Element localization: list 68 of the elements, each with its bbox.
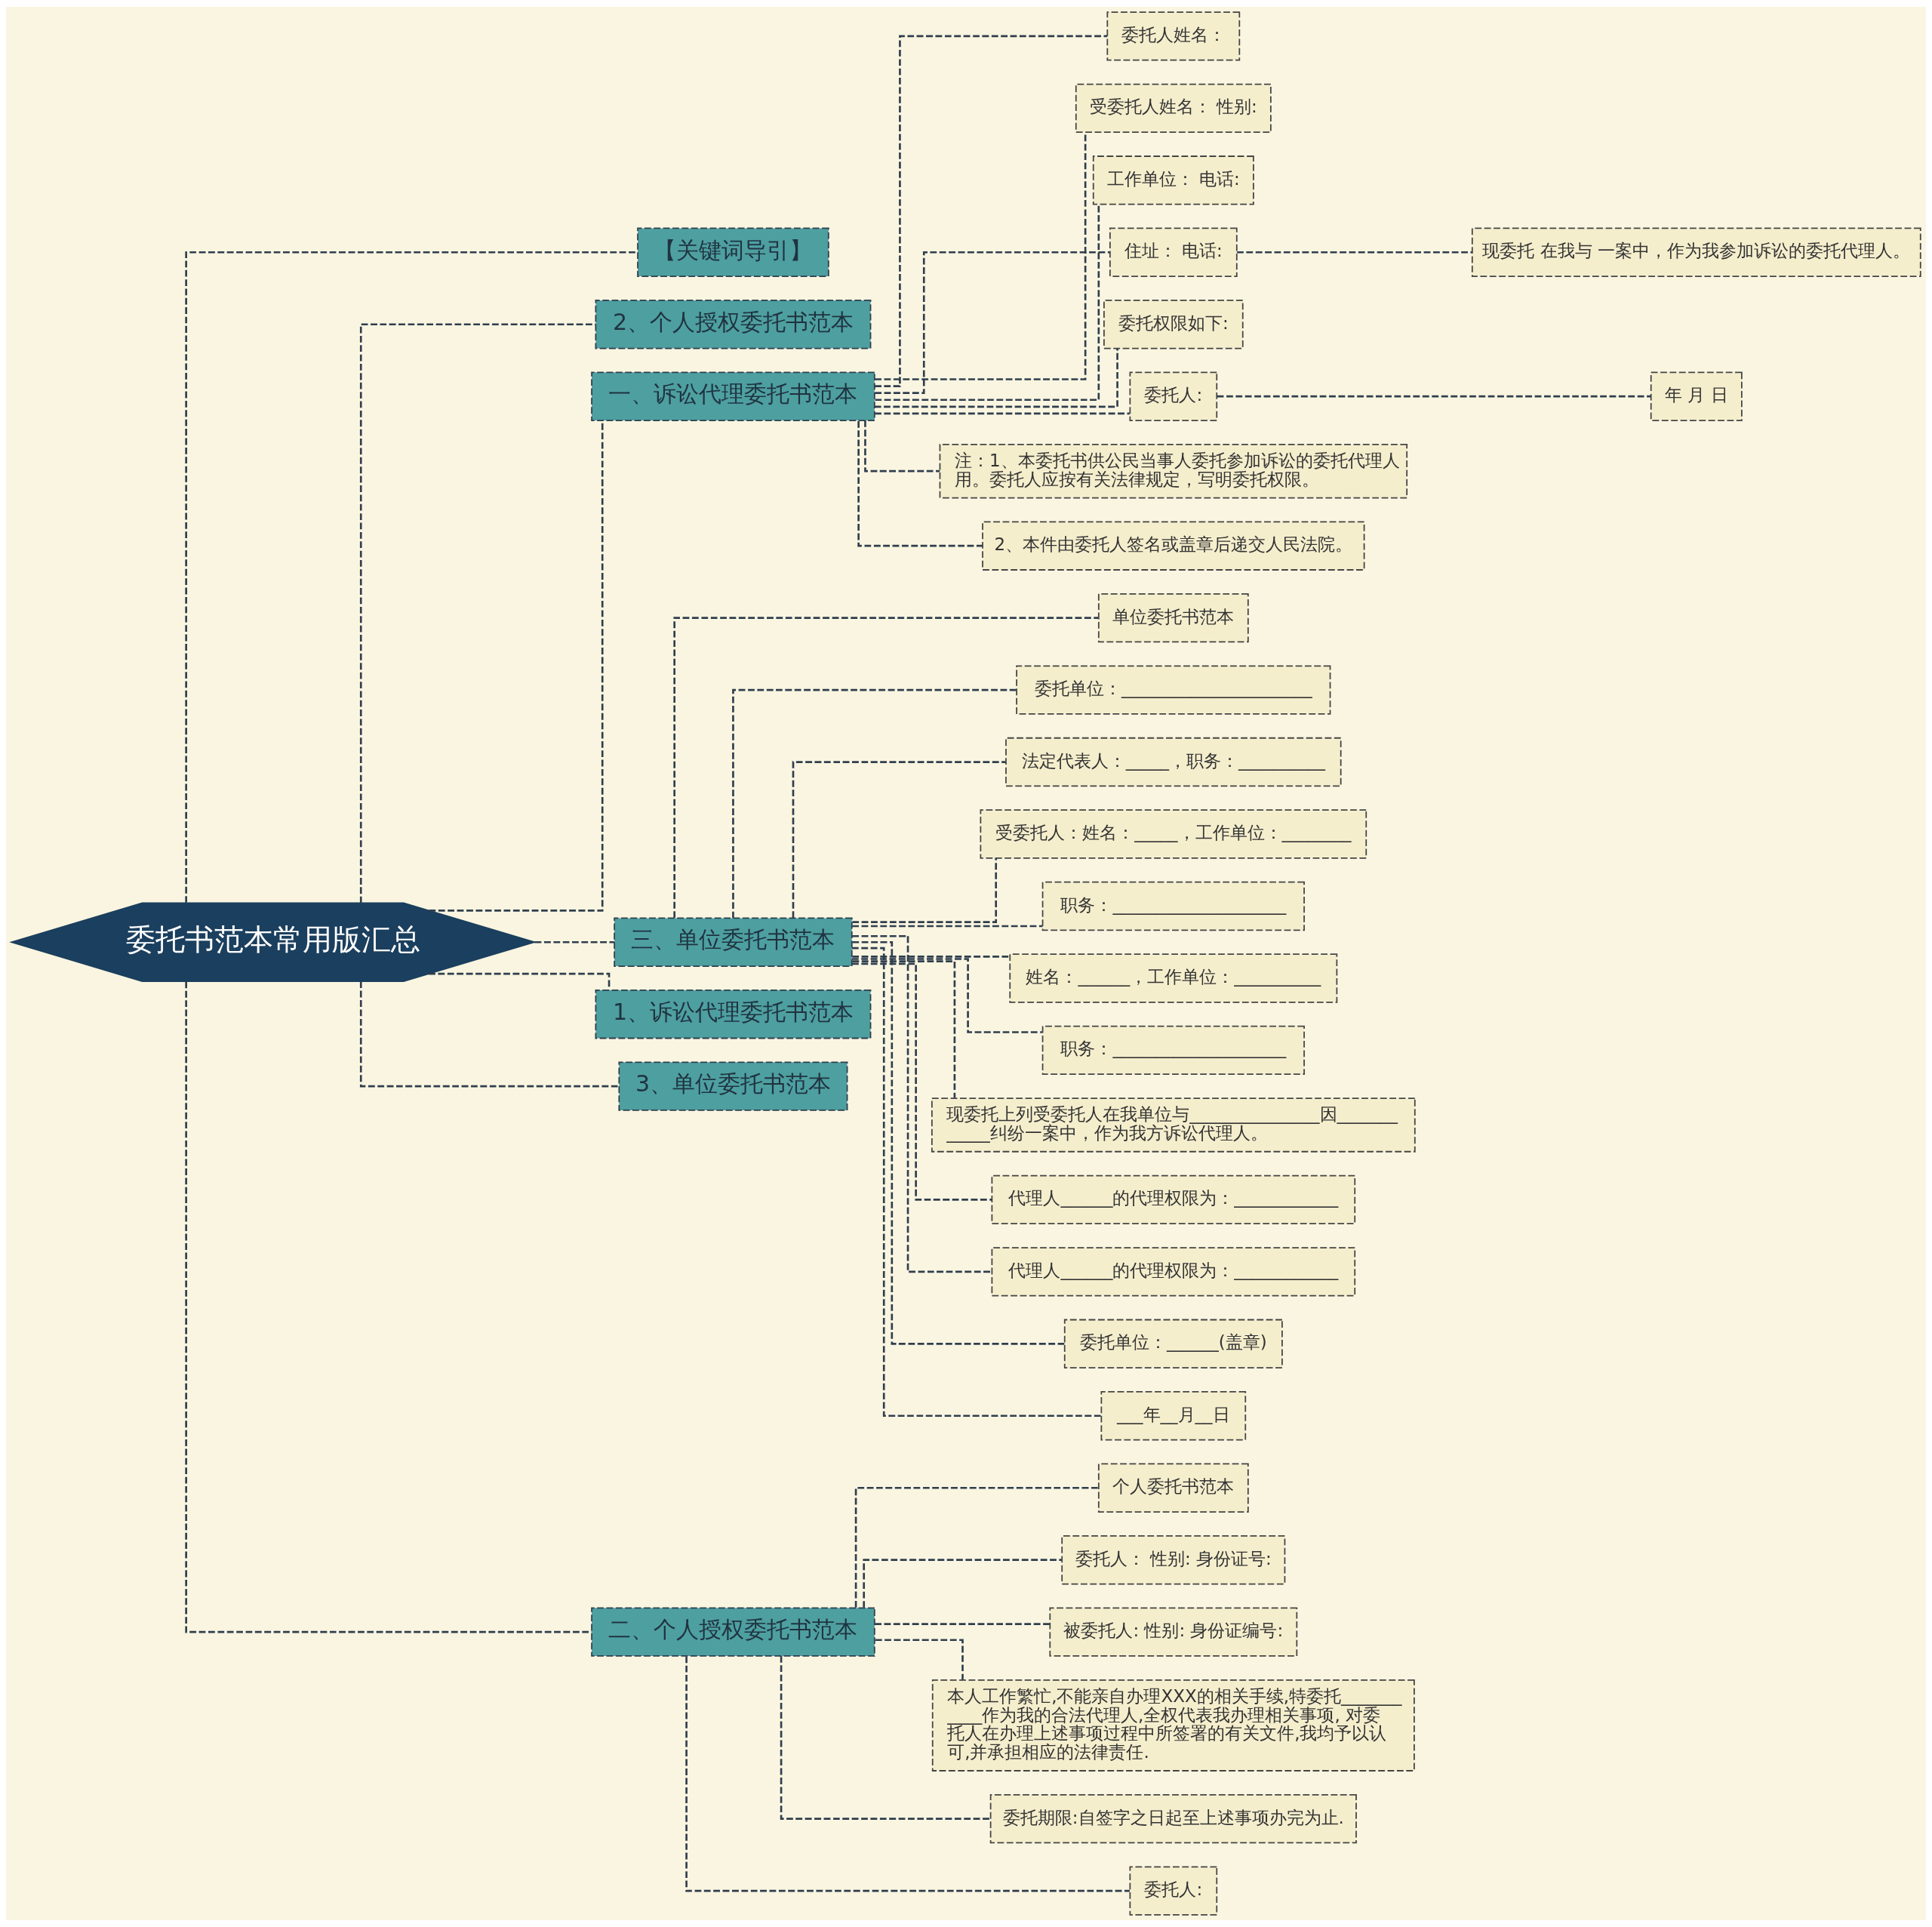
- node-box: 委托权限如下:: [1103, 300, 1244, 349]
- node-box: 3、单位委托书范本: [618, 1061, 848, 1111]
- node-box: 现委托 在我与 一案中，作为我参加诉讼的委托代理人。: [1471, 227, 1921, 277]
- node-box: 委托人： 性别: 身份证号:: [1061, 1535, 1286, 1585]
- node-box: 职务：____________________: [1041, 1025, 1305, 1076]
- node-box: 个人委托书范本: [1097, 1463, 1249, 1513]
- connector: [852, 857, 998, 924]
- connector: [851, 947, 1101, 1418]
- connector: [852, 934, 992, 1273]
- connector: [863, 1559, 1062, 1608]
- connector: [534, 940, 614, 943]
- node-box: 受委托人姓名： 性别:: [1075, 83, 1272, 134]
- node-box: 委托期限:自签字之日起至上述事项办完为止.: [989, 1793, 1357, 1844]
- connector: [685, 1656, 1130, 1892]
- node-box: 二、个人授权委托书范本: [591, 1607, 875, 1657]
- connector: [185, 251, 638, 903]
- node-box: 职务：____________________: [1041, 881, 1305, 931]
- connector: [359, 981, 620, 1088]
- connector: [1217, 395, 1651, 398]
- connector: [864, 420, 940, 473]
- node-box: 【关键词导引】: [637, 227, 829, 277]
- node-box: 委托人:: [1129, 371, 1218, 421]
- node-box: 代理人______的代理权限为：____________: [991, 1247, 1356, 1297]
- connector: [732, 688, 1017, 919]
- connector: [874, 35, 1108, 387]
- connector: [851, 962, 992, 1201]
- node-box: 受委托人：姓名：_____，工作单位：________: [980, 809, 1367, 859]
- connector: [673, 617, 1099, 918]
- connector: [852, 940, 1065, 1345]
- node-box: 本人工作繁忙,不能亲自办理XXX的相关手续,特委托___________作为我的合法代理人,全权代表我办理相关事项, 对委托人在办理上述事项过程中所签署的有关文件,我均予以认可,并承担相应的法律责任.: [931, 1679, 1415, 1772]
- node-box: 委托单位：______________________: [1016, 665, 1331, 715]
- node-box: 委托单位：______(盖章): [1063, 1319, 1283, 1369]
- connector: [792, 761, 1006, 918]
- connector: [854, 1486, 1099, 1608]
- node-box: 委托人:: [1129, 1866, 1218, 1916]
- node-box: 2、个人授权委托书范本: [595, 300, 872, 349]
- connector: [875, 412, 1130, 415]
- node-box: 2、本件由委托人签名或盖章后递交人民法院。: [982, 521, 1365, 571]
- connector: [875, 1623, 1050, 1625]
- node-box: 注：1、本委托书供公民当事人委托参加诉讼的委托代理人用。委托人应按有关法律规定，写明委托权限。: [939, 443, 1408, 499]
- node-box: 住址： 电话:: [1109, 227, 1238, 277]
- node-box: 现委托上列受委托人在我单位与_______________因____________纠纷一案中，作为我方诉讼代理人。: [931, 1097, 1416, 1153]
- connector: [780, 1656, 991, 1820]
- connector: [851, 958, 1042, 1033]
- connector: [852, 960, 956, 1098]
- node-box: 三、单位委托书范本: [614, 917, 853, 967]
- node-box: 法定代表人：_____，职务：__________: [1005, 737, 1342, 787]
- node-box: 被委托人: 性别: 身份证编号:: [1049, 1607, 1298, 1657]
- node-box: 一、诉讼代理委托书范本: [591, 371, 875, 421]
- node-box: 单位委托书范本: [1097, 593, 1249, 643]
- node-box: 工作单位： 电话:: [1092, 155, 1254, 205]
- connector: [875, 1639, 964, 1680]
- connector: [857, 420, 983, 547]
- connector: [359, 323, 596, 903]
- connector: [1237, 251, 1472, 254]
- node-box: 代理人______的代理权限为：____________: [991, 1174, 1356, 1225]
- node-box: 委托人姓名：: [1106, 11, 1241, 61]
- connector: [185, 981, 592, 1633]
- node-box: 1、诉讼代理委托书范本: [595, 989, 872, 1039]
- connector: [875, 205, 1100, 402]
- connector: [875, 132, 1087, 380]
- connector: [875, 251, 1110, 394]
- node-box: ___年__月__日: [1100, 1391, 1247, 1441]
- connector: [852, 956, 1011, 958]
- connector: [852, 925, 1043, 928]
- node-box: 年 月 日: [1650, 371, 1743, 421]
- node-box: 姓名：______，工作单位：__________: [1009, 953, 1338, 1003]
- connector: [874, 348, 1118, 408]
